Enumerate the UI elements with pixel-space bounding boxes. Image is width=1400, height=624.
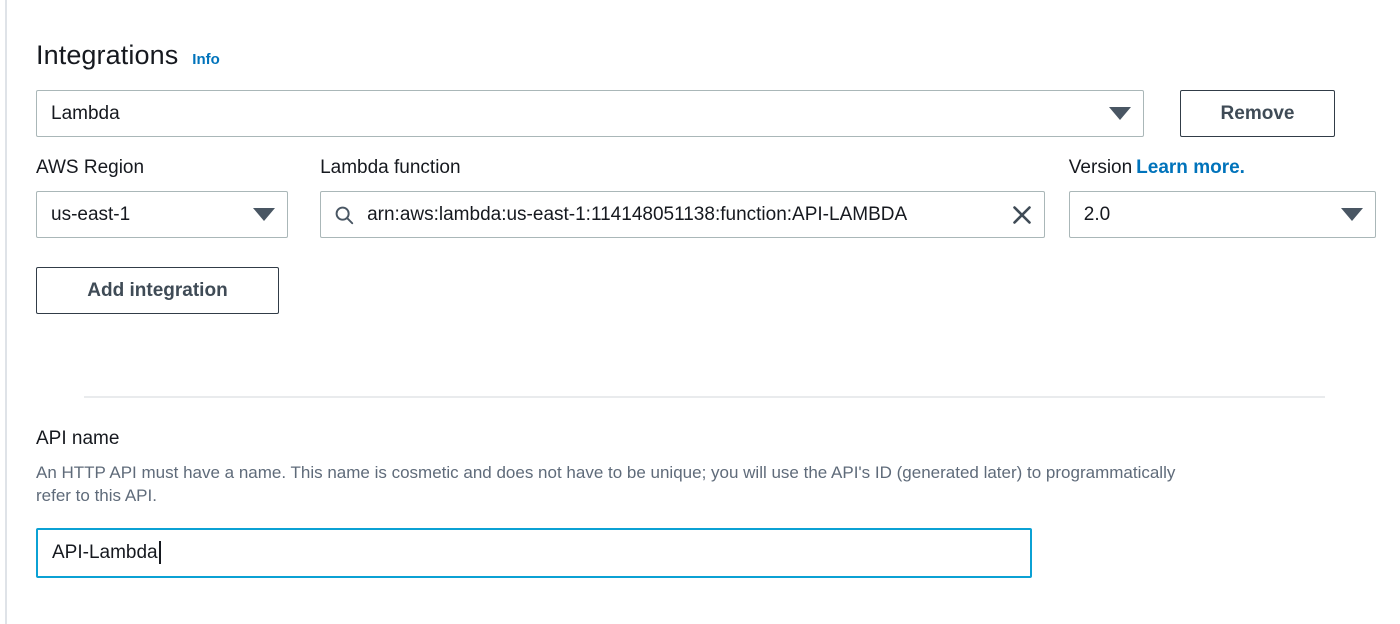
left-rule-divider [5,0,7,624]
api-name-description: An HTTP API must have a name. This name … [36,463,1176,505]
page-title: Integrations [36,40,179,70]
integration-type-select[interactable]: Lambda [36,90,1144,137]
api-name-input[interactable]: API-Lambda [36,527,1032,578]
text-cursor [158,541,161,565]
page-content: Integrations Info Lambda Remove AWS Regi… [36,0,1377,578]
close-icon[interactable] [1010,203,1034,227]
integration-fields-row: AWS Region us-east-1 Lambda function arn… [36,157,1377,238]
section-header: Integrations Info [36,0,1376,69]
api-name-section: API name An HTTP API must have a name. T… [36,429,1376,578]
lambda-function-label: Lambda function [320,157,461,178]
version-label-text: Version [1068,157,1133,178]
search-icon [333,204,355,226]
lambda-function-input[interactable]: arn:aws:lambda:us-east-1:114148051138:fu… [320,191,1045,238]
section-divider [84,396,1325,398]
chevron-down-icon [1109,107,1131,120]
api-name-label: API name [36,428,120,449]
add-integration-button[interactable]: Add integration [36,267,279,314]
chevron-down-icon [1341,208,1364,221]
aws-region-field: AWS Region us-east-1 [36,157,289,238]
aws-region-select[interactable]: us-east-1 [36,191,289,238]
lambda-function-field: Lambda function arn:aws:lambda:us-east-1… [320,158,1045,238]
info-link[interactable]: Info [192,51,220,68]
learn-more-link[interactable]: Learn more. [1136,157,1245,178]
integration-type-row: Lambda Remove [36,90,1376,137]
lambda-function-value: arn:aws:lambda:us-east-1:114148051138:fu… [367,203,908,225]
chevron-down-icon [253,208,276,221]
api-name-value: API-Lambda [52,541,158,563]
version-value: 2.0 [1083,203,1111,225]
aws-region-value: us-east-1 [51,203,131,225]
remove-integration-button[interactable]: Remove [1180,90,1335,137]
aws-region-label: AWS Region [36,157,145,178]
version-select[interactable]: 2.0 [1068,191,1377,238]
integration-type-value: Lambda [51,102,120,124]
